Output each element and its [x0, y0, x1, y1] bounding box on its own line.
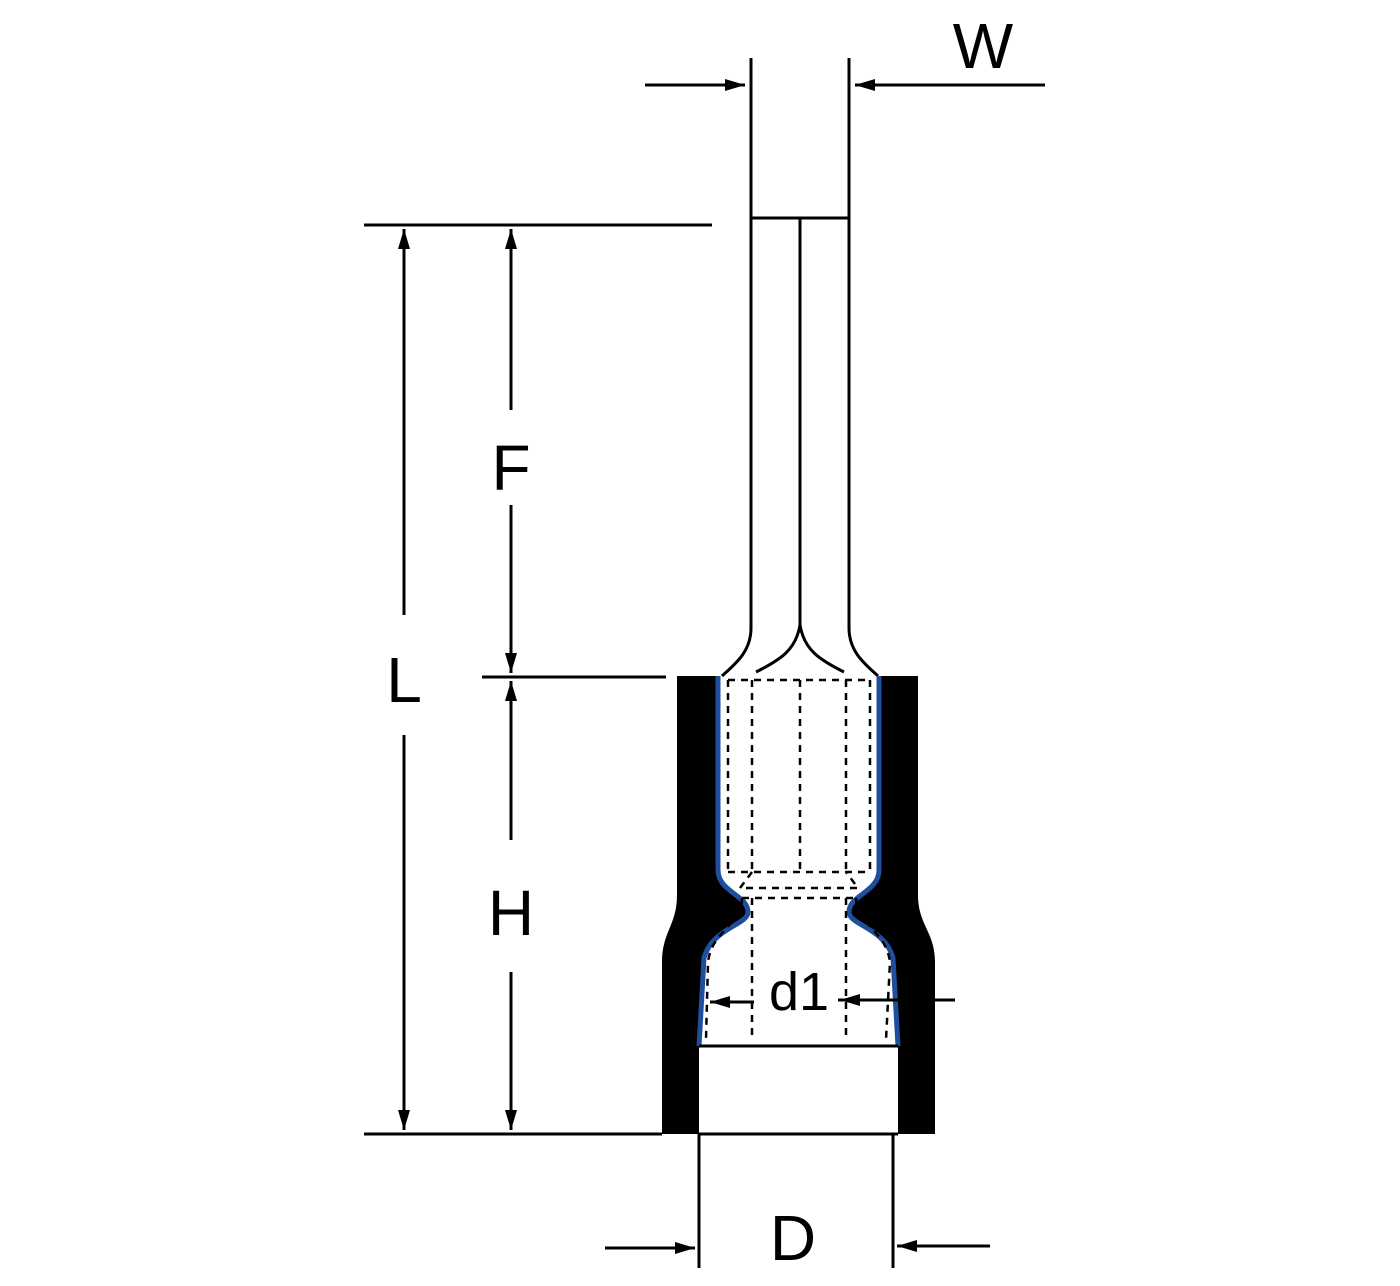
dimension-h: H: [488, 681, 534, 1130]
dimension-f: F: [491, 229, 531, 673]
dimension-l: L: [386, 229, 422, 1130]
label-f: F: [491, 432, 530, 504]
label-d1: d1: [769, 962, 829, 1022]
dimension-d1: d1: [710, 962, 955, 1022]
label-h: H: [488, 877, 534, 949]
label-w: W: [953, 10, 1014, 82]
insulation-right-wall: [849, 676, 935, 1134]
pin-contact: [720, 58, 880, 678]
dimension-d: D: [605, 1134, 990, 1274]
dimension-w: W: [645, 10, 1045, 91]
insulation-inner-edge-right: [846, 676, 901, 1047]
insulation-sleeve: [662, 676, 935, 1136]
label-l: L: [386, 644, 422, 716]
hidden-barrel: [704, 678, 892, 1041]
insulation-inner-edge-left: [696, 676, 751, 1047]
insulation-left-wall: [662, 676, 748, 1134]
extension-lines: [364, 223, 712, 1136]
label-d: D: [770, 1202, 816, 1274]
